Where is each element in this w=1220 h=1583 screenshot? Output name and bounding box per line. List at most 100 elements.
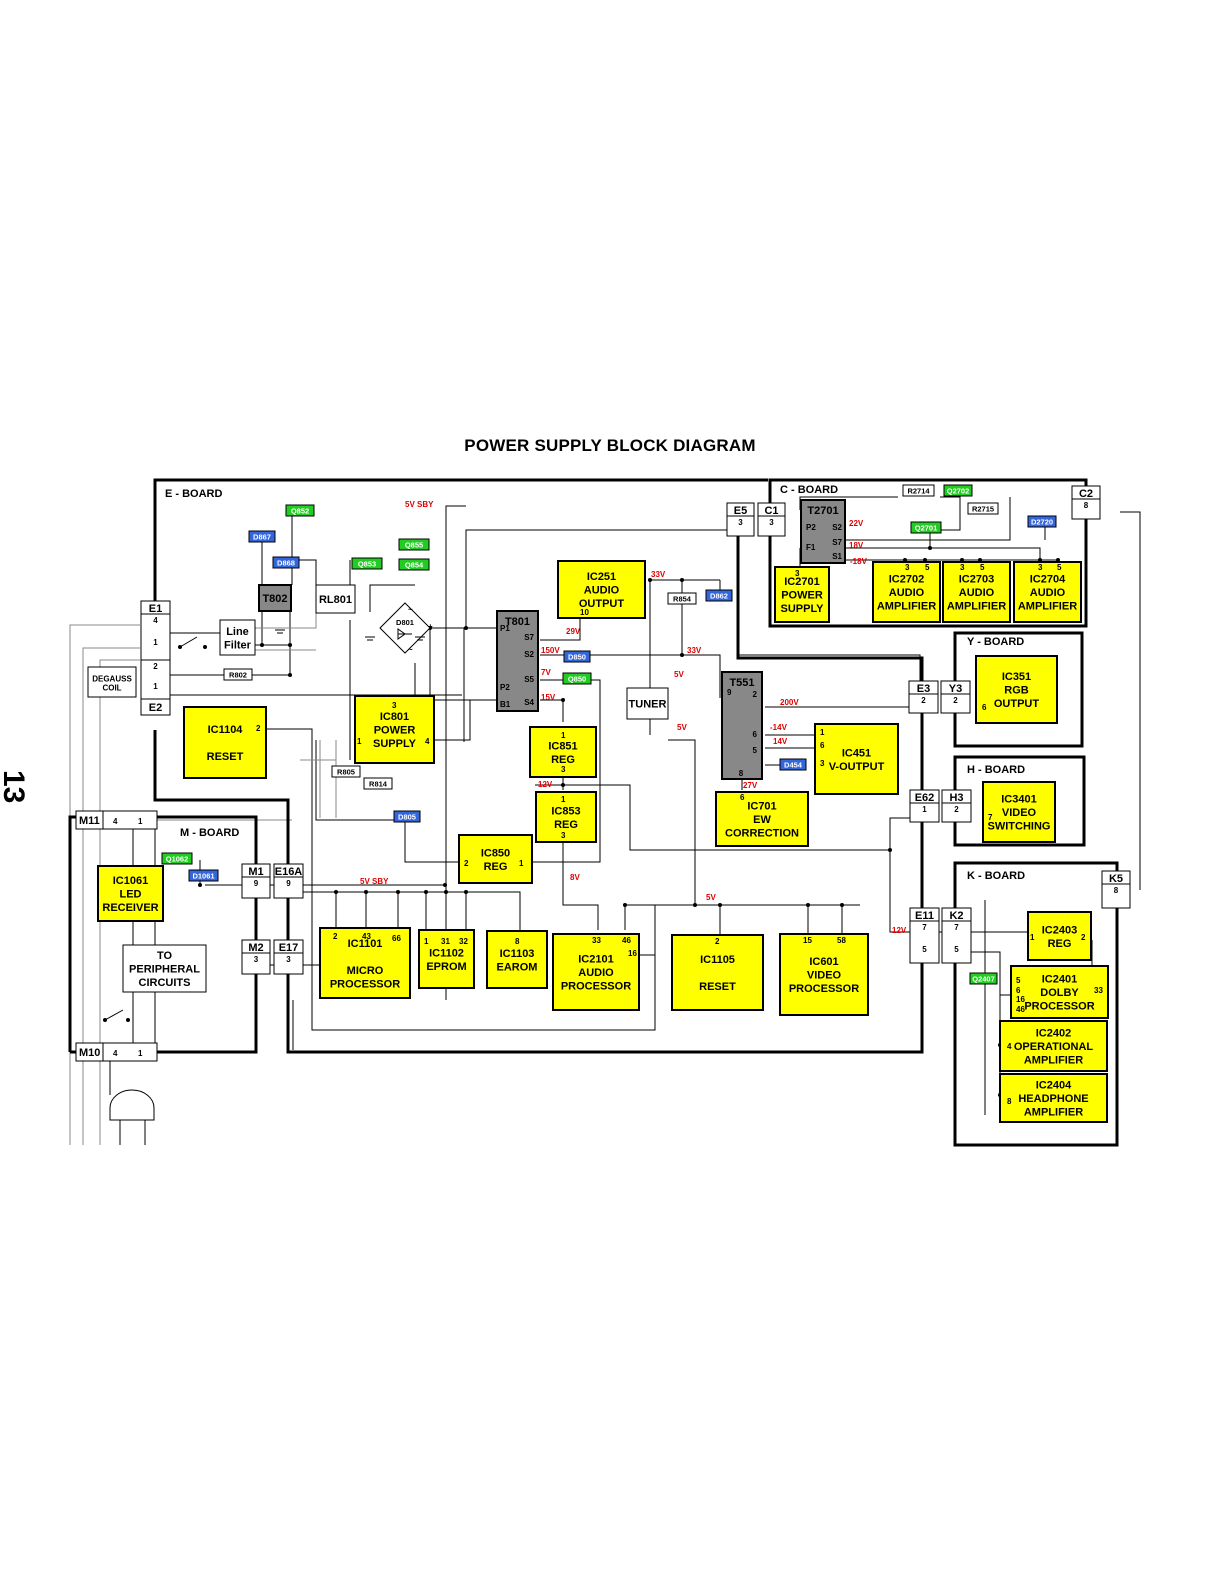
- q854-transistor: Q854: [398, 558, 430, 571]
- ic2701-block-box: [774, 566, 830, 623]
- ic251-label-line: AUDIO: [584, 585, 620, 597]
- d1061-diode: D1061: [188, 869, 219, 882]
- ic2703-pin-label: 3: [960, 563, 965, 572]
- r854-label: R854: [673, 595, 692, 604]
- d454-box: [779, 758, 807, 771]
- ic2101-pin-label: 33: [592, 936, 601, 945]
- q855-box: [398, 538, 430, 551]
- r2714-label: R2714: [907, 487, 930, 496]
- t801-pin-label: S5: [524, 675, 534, 684]
- power-switch-contact-icon: [203, 645, 207, 649]
- d454-label: D454: [784, 761, 803, 770]
- k2-connector-box: [941, 907, 972, 964]
- d850-label: D850: [568, 653, 586, 662]
- k5-pin-label: 8: [1114, 886, 1119, 895]
- e16a-label: E16A: [275, 866, 303, 878]
- e11-pin-label: 7: [922, 923, 927, 932]
- q853-box: [351, 557, 383, 570]
- voltage-label: 33V: [651, 570, 666, 579]
- ic850-block-box: [458, 834, 533, 884]
- d454-diode: D454: [779, 758, 807, 771]
- ic1102-label-line: EPROM: [426, 961, 466, 973]
- ic2404-label-line: AMPLIFIER: [1024, 1107, 1083, 1119]
- k5-connector: K58: [1101, 870, 1131, 909]
- k2-pin-label: 5: [954, 945, 959, 954]
- e3-pin-label: 2: [921, 696, 926, 705]
- d868-diode: D868: [272, 556, 300, 569]
- t802-transformer-body: [258, 584, 292, 612]
- q2407-transistor: Q2407: [969, 972, 998, 985]
- ic801-pin-label: 4: [425, 737, 430, 746]
- voltage-label: 22V: [849, 519, 864, 528]
- ic801-pin-label: 3: [392, 701, 397, 710]
- c2-label: C2: [1079, 488, 1093, 500]
- t551-label: T551: [729, 677, 754, 689]
- q2407-label: Q2407: [972, 975, 995, 984]
- ic2703-label-line: IC2703: [959, 574, 994, 586]
- t2701-pin-label: F1: [806, 543, 816, 552]
- bridge-diamond: [379, 602, 431, 654]
- voltage-label: -14V: [770, 723, 788, 732]
- voltage-label: 27V: [743, 781, 758, 790]
- wire: [889, 850, 915, 933]
- rl801-block-box: [315, 584, 356, 614]
- e2-pin-label: 2: [153, 662, 158, 671]
- junction-dot: [928, 546, 932, 550]
- junction-dot: [198, 883, 202, 887]
- ic451-label-line: V-OUTPUT: [829, 761, 885, 773]
- e16a-pin-label: 9: [286, 879, 291, 888]
- junction-dot: [444, 890, 448, 894]
- junction-dot: [260, 643, 264, 647]
- y3-pin-label: 2: [953, 696, 958, 705]
- ic801-label-line: SUPPLY: [373, 738, 417, 750]
- e16a-connector-box: [273, 863, 304, 899]
- ic451-label-line: IC451: [842, 747, 871, 759]
- t802-label: T802: [262, 593, 287, 605]
- d2720-diode: D2720: [1027, 515, 1057, 528]
- ic2701-label-line: IC2701: [784, 576, 819, 588]
- q1062-box: [161, 852, 193, 865]
- e62-connector-box: [909, 789, 940, 823]
- d862-label: D862: [710, 592, 728, 601]
- m11-label: M11: [79, 815, 100, 827]
- ic2401-pin-label: 33: [1094, 986, 1103, 995]
- ic1061-block-box: [97, 865, 164, 922]
- voltage-label: 33V: [687, 646, 702, 655]
- t551-pin-label: 8: [739, 769, 744, 778]
- d868-box: [272, 556, 300, 569]
- ic1103-block-box: [486, 930, 548, 989]
- c2-pin-label: 8: [1084, 501, 1089, 510]
- c-board-label: C - BOARD: [780, 484, 838, 496]
- q850-label: Q850: [568, 675, 586, 684]
- ic351-label-line: OUTPUT: [994, 698, 1040, 710]
- junction-dot: [396, 890, 400, 894]
- ic1105-pin-label: 2: [715, 937, 720, 946]
- junction-dot: [334, 890, 338, 894]
- m2-label: M2: [248, 942, 263, 954]
- ic1103-label-line: IC1103: [500, 948, 535, 960]
- ic850-pin-label: 1: [519, 859, 524, 868]
- ic2101-pin-label: 46: [622, 936, 631, 945]
- ic3401-label-line: VIDEO: [1002, 807, 1037, 819]
- ac-symbol-icon: ~: [408, 645, 413, 654]
- ic351-pin-label: 6: [982, 703, 987, 712]
- ic1102-block-box: [418, 929, 475, 989]
- t2701-pin-label: P2: [806, 523, 816, 532]
- d1061-label: D1061: [192, 872, 214, 881]
- ic2401-label-line: IC2401: [1042, 974, 1077, 986]
- t801-pin-label: P1: [500, 624, 510, 633]
- r805-resistor: R805: [331, 765, 361, 778]
- d867-label: D867: [253, 533, 271, 542]
- q2702-transistor: Q2702: [943, 484, 973, 497]
- k5-label: K5: [1109, 873, 1123, 885]
- voltage-label: 5V SBY: [405, 500, 434, 509]
